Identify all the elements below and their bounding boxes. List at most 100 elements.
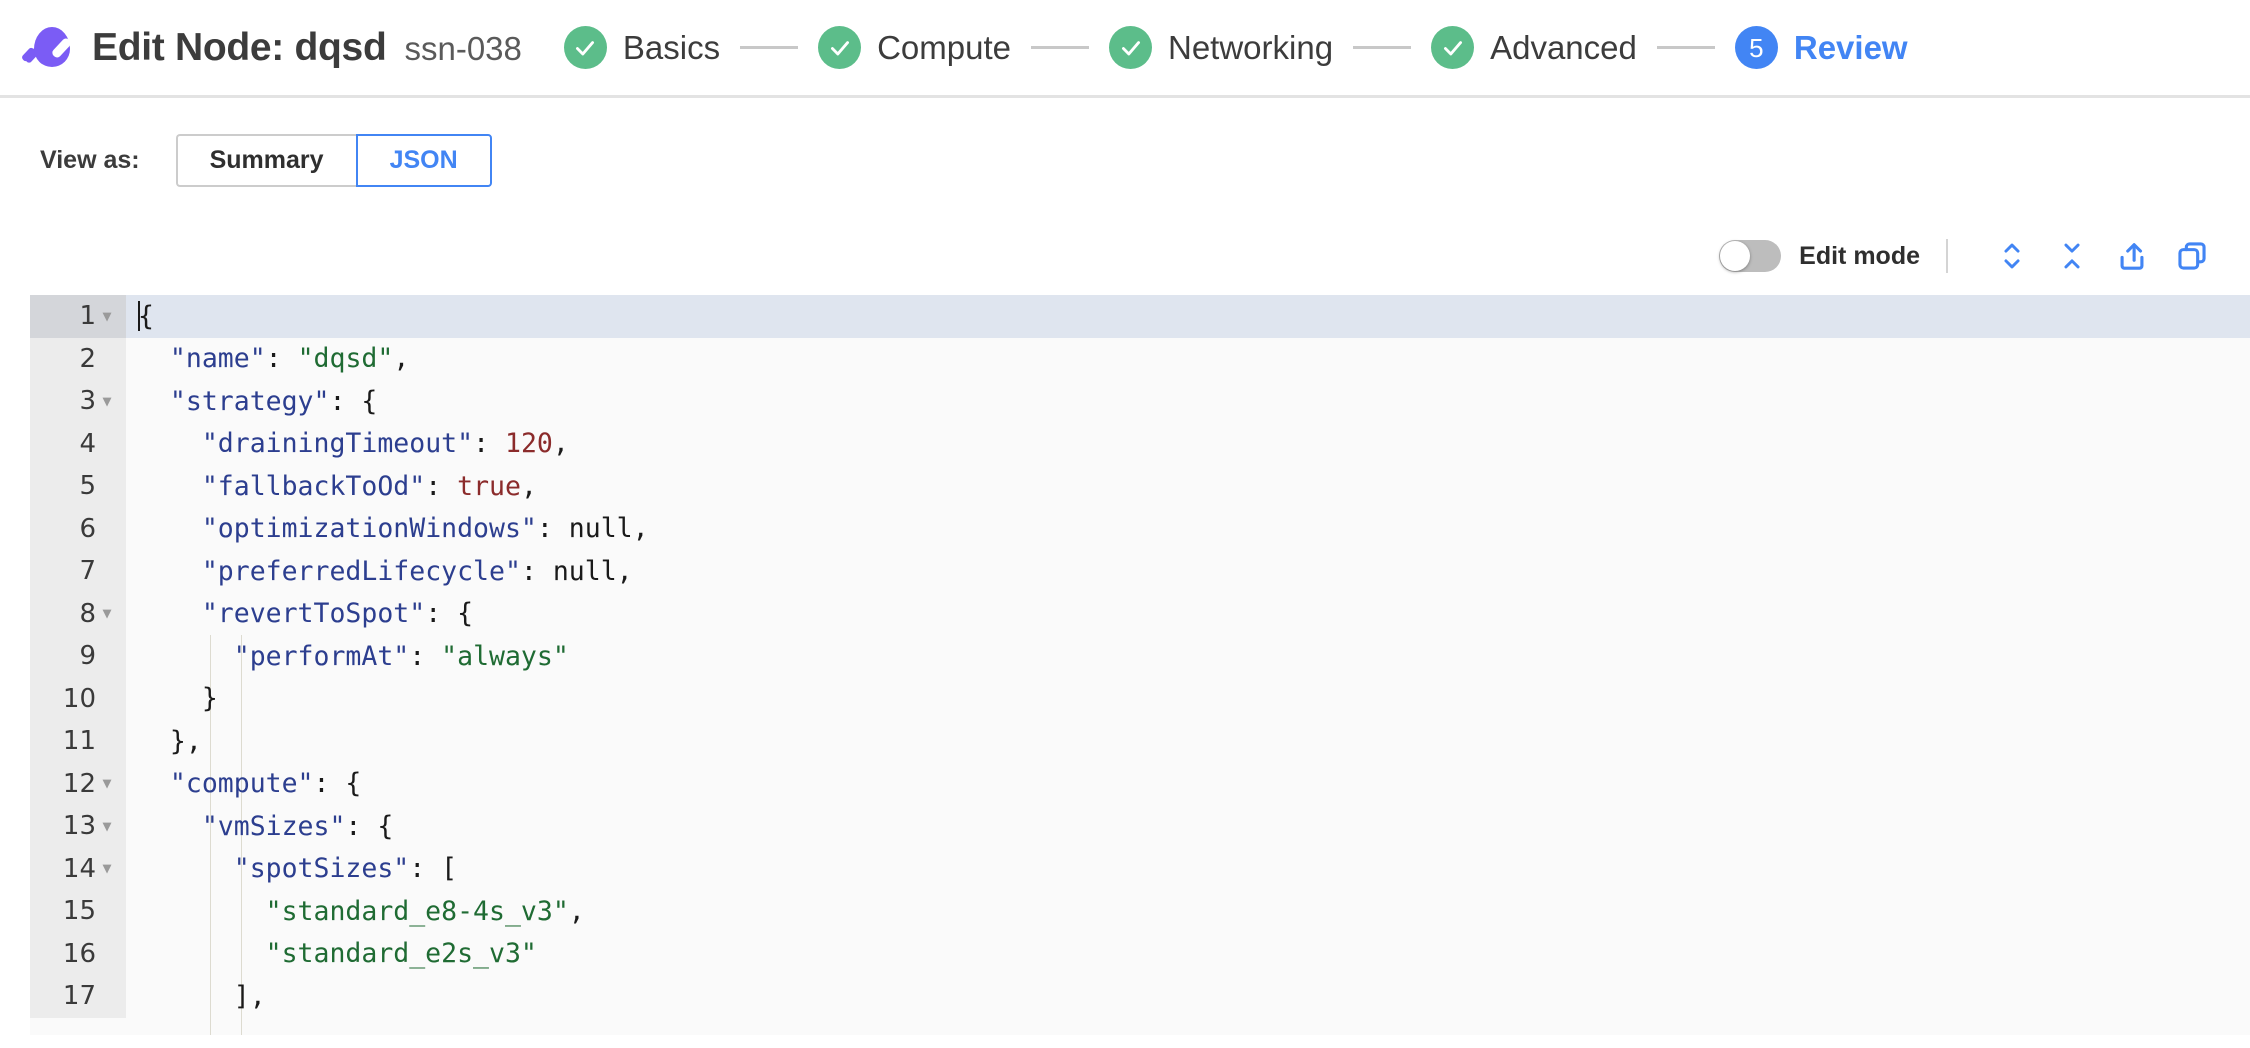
token-k: "name" — [169, 343, 266, 375]
step-advanced[interactable]: Advanced — [1431, 26, 1637, 69]
step-review[interactable]: 5 Review — [1734, 26, 1908, 69]
code-line[interactable]: 4 "drainingTimeout": 120, — [30, 422, 2250, 465]
token-k: "spotSizes" — [233, 853, 410, 885]
code-line-text: "standard_e2s_v3" — [126, 938, 2250, 969]
line-gutter: 6 — [30, 507, 126, 550]
view-as-json-button[interactable]: JSON — [355, 134, 492, 187]
line-number: 10 — [62, 683, 96, 714]
code-line[interactable]: 15 "standard_e8-4s_v3", — [30, 890, 2250, 933]
code-line[interactable]: 1▼{ — [30, 295, 2250, 338]
step-connector — [1031, 46, 1089, 49]
line-gutter: 13 ▼ — [30, 805, 126, 848]
token-p: , — [616, 555, 633, 587]
token-p: : { — [329, 385, 378, 417]
step-basics[interactable]: Basics — [563, 26, 721, 69]
code-line[interactable]: 12▼ "compute": { — [30, 762, 2250, 805]
code-line-text: "optimizationWindows": null, — [126, 513, 2250, 544]
view-as-label: View as: — [40, 146, 140, 174]
code-line[interactable]: 16 "standard_e2s_v3" — [30, 932, 2250, 975]
edit-mode-toggle-knob — [1720, 241, 1751, 271]
line-number: 15 — [62, 896, 96, 927]
line-gutter: 4 — [30, 422, 126, 465]
line-number: 4 — [79, 428, 96, 459]
token-b: true — [457, 470, 521, 502]
line-number: 3 — [79, 386, 96, 417]
fold-toggle-icon[interactable]: ▼ — [102, 816, 112, 835]
fold-toggle-icon[interactable]: ▼ — [102, 859, 112, 878]
step-networking-label: Networking — [1168, 28, 1334, 66]
indent-guide — [210, 635, 211, 1035]
line-number: 8 — [79, 598, 96, 629]
json-editor[interactable]: 1▼{2 "name": "dqsd",3▼ "strategy": {4 "d… — [30, 295, 2250, 1035]
view-as-summary-button[interactable]: Summary — [175, 134, 356, 187]
code-line-text: "revertToSpot": { — [126, 598, 2250, 629]
token-k: "drainingTimeout" — [201, 428, 474, 460]
line-number: 14 — [62, 853, 96, 884]
text-cursor — [138, 300, 140, 331]
share-icon[interactable] — [2110, 234, 2154, 278]
token-k: "strategy" — [169, 385, 330, 417]
expand-all-icon[interactable] — [1990, 234, 2034, 278]
token-nl: null — [568, 513, 633, 545]
step-connector — [1353, 46, 1412, 49]
line-number: 13 — [62, 811, 96, 842]
token-k: "optimizationWindows" — [201, 513, 537, 545]
page-header: Edit Node: dqsd ssn-038 Basics Compute — [0, 0, 2250, 98]
step-review-number: 5 — [1749, 32, 1764, 63]
code-line[interactable]: 6 "optimizationWindows": null, — [30, 507, 2250, 550]
code-line[interactable]: 8 ▼ "revertToSpot": { — [30, 592, 2250, 635]
view-as-segmented-control: Summary JSON — [175, 134, 492, 187]
line-number: 17 — [62, 981, 96, 1012]
edit-mode-toggle[interactable] — [1719, 240, 1782, 272]
node-id: ssn-038 — [404, 29, 522, 67]
code-line[interactable]: 11 }, — [30, 720, 2250, 763]
token-p: : { — [345, 810, 394, 842]
token-p: , — [393, 343, 410, 375]
step-basics-label: Basics — [622, 28, 721, 66]
line-gutter: 17 — [30, 975, 126, 1018]
code-line-text: } — [126, 683, 2250, 714]
line-number: 6 — [79, 513, 96, 544]
code-line[interactable]: 9 "performAt": "always" — [30, 635, 2250, 678]
fold-toggle-icon[interactable]: ▼ — [102, 774, 112, 793]
line-gutter: 9 — [30, 635, 126, 678]
code-line[interactable]: 10 } — [30, 677, 2250, 720]
fold-toggle-icon[interactable]: ▼ — [102, 604, 112, 623]
step-advanced-label: Advanced — [1490, 28, 1637, 66]
token-k: "preferredLifecycle" — [201, 555, 521, 587]
editor-toolbar: Edit mode — [0, 231, 2250, 281]
token-nl: null — [552, 555, 617, 587]
fold-toggle-icon[interactable]: ▼ — [102, 306, 112, 325]
step-connector — [740, 46, 799, 49]
copy-icon[interactable] — [2170, 234, 2214, 278]
token-n: 120 — [504, 428, 553, 460]
code-line-text: ], — [126, 981, 2250, 1012]
code-line[interactable]: 5 "fallbackToOd": true, — [30, 465, 2250, 508]
code-line[interactable]: 13▼ "vmSizes": { — [30, 805, 2250, 848]
code-line[interactable]: 2 "name": "dqsd", — [30, 337, 2250, 380]
indent-guide — [241, 635, 242, 1035]
collapse-all-icon[interactable] — [2050, 234, 2094, 278]
code-line[interactable]: 3▼ "strategy": { — [30, 380, 2250, 423]
line-number: 9 — [79, 641, 96, 672]
step-compute[interactable]: Compute — [818, 26, 1011, 69]
code-line-text: "fallbackToOd": true, — [126, 471, 2250, 502]
token-p: } — [201, 683, 218, 715]
step-review-badge: 5 — [1734, 26, 1778, 69]
token-s: "always" — [441, 640, 569, 672]
fold-toggle-icon[interactable]: ▼ — [102, 391, 112, 410]
code-line-text: "compute": { — [126, 768, 2250, 799]
check-icon — [1443, 40, 1462, 55]
code-line[interactable]: 14▼ "spotSizes": [ — [30, 847, 2250, 890]
wizard-stepper: Basics Compute Networking — [563, 26, 1908, 69]
edit-mode-label: Edit mode — [1799, 241, 1920, 270]
step-networking[interactable]: Networking — [1109, 26, 1333, 69]
code-line-text: "name": "dqsd", — [126, 343, 2250, 374]
token-p: }, — [169, 725, 202, 757]
chevrons-expand-icon — [2004, 243, 2020, 269]
code-line[interactable]: 17 ], — [30, 975, 2250, 1018]
code-line[interactable]: 7 "preferredLifecycle": null, — [30, 550, 2250, 593]
line-gutter: 3▼ — [30, 380, 126, 423]
line-gutter: 2 — [30, 337, 126, 380]
copy-duplicate-icon — [2178, 242, 2206, 270]
